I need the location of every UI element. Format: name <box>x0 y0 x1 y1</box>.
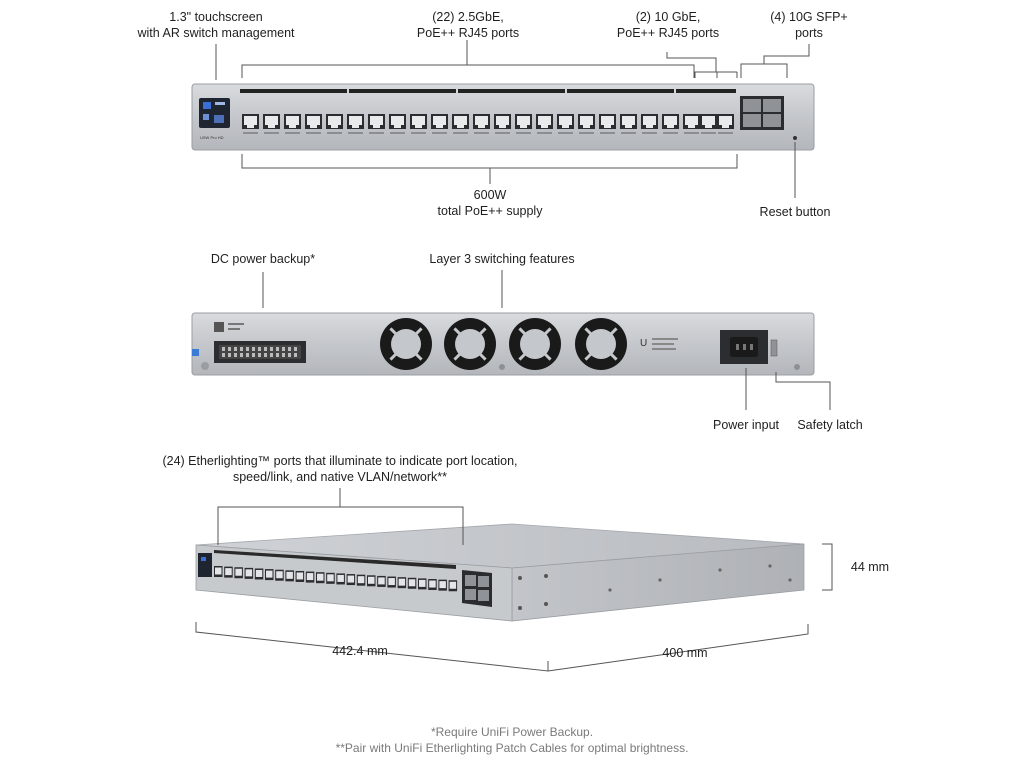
height-dimension: 44 mm <box>850 560 890 574</box>
iso-port <box>326 572 335 584</box>
rj45-port <box>389 114 406 134</box>
iso-port <box>367 575 376 587</box>
iso-port <box>224 566 233 578</box>
rj45-port <box>662 114 679 134</box>
rj45-port <box>305 114 322 134</box>
iso-port <box>254 568 264 580</box>
iso-port <box>418 578 427 590</box>
front-view: USW Pro HD <box>191 83 815 151</box>
rj45-port <box>578 114 595 134</box>
rj45-port <box>368 114 385 134</box>
iso-port <box>387 576 396 588</box>
iso-callout-lines <box>195 488 833 672</box>
rj45-port <box>515 114 532 134</box>
rj45-port <box>326 114 343 134</box>
rj45-port <box>620 114 637 134</box>
fans <box>380 318 627 370</box>
safety-latch <box>770 339 778 357</box>
ports-sfp-callout: (4) 10G SFP+ ports <box>770 10 848 40</box>
ports-25gbe-callout: (22) 2.5GbE, PoE++ RJ45 ports <box>416 10 520 40</box>
iso-port <box>316 572 325 584</box>
rear-chassis <box>191 312 815 376</box>
iso-port <box>336 573 345 585</box>
rj45-port <box>452 114 469 134</box>
iso-port <box>397 577 407 589</box>
sfp-ports <box>740 96 784 130</box>
rj45-port <box>641 114 658 134</box>
rj45-port <box>683 114 700 134</box>
rj45-port <box>557 114 574 134</box>
rj45-port <box>263 114 280 134</box>
power-input-callout: Power input <box>712 418 779 432</box>
svg-text:USW Pro HD: USW Pro HD <box>200 135 224 140</box>
iso-port <box>407 577 417 589</box>
rj45-port <box>410 114 427 134</box>
rj45-port <box>700 114 717 134</box>
rj45-port <box>717 114 734 134</box>
poe-supply-callout: 600W total PoE++ supply <box>437 188 543 218</box>
iso-port <box>448 580 458 592</box>
iso-port <box>285 570 294 582</box>
rj45-port <box>494 114 511 134</box>
width-dimension: 442.4 mm <box>332 644 388 658</box>
iso-port <box>214 566 223 577</box>
iso-port <box>234 567 243 579</box>
iso-port <box>356 574 366 586</box>
rj45-port <box>242 114 259 134</box>
rj45-ports <box>242 114 734 134</box>
rear-view: U <box>191 312 815 376</box>
iso-port <box>265 569 274 581</box>
layer3-callout: Layer 3 switching features <box>429 252 575 266</box>
fan <box>380 318 432 370</box>
iso-port <box>305 571 315 583</box>
rear-callout-lines <box>262 270 831 410</box>
fan <box>509 318 561 370</box>
rj45-port <box>473 114 490 134</box>
depth-dimension: 400 mm <box>662 646 708 660</box>
iso-port <box>295 570 305 582</box>
footnote-etherlighting: **Pair with UniFi Etherlighting Patch Ca… <box>335 741 689 755</box>
safety-latch-callout: Safety latch <box>797 418 863 432</box>
front-callout-lines <box>215 40 810 198</box>
iso-port <box>244 567 254 579</box>
reset-button-callout: Reset button <box>759 205 831 219</box>
rj45-port <box>284 114 301 134</box>
touchscreen-callout: 1.3" touchscreen with AR switch manageme… <box>137 10 295 40</box>
fan <box>444 318 496 370</box>
isometric-view <box>195 523 805 622</box>
rj45-port <box>347 114 364 134</box>
rj45-port <box>431 114 448 134</box>
iso-port <box>438 579 447 591</box>
iso-port <box>275 569 284 581</box>
fan <box>575 318 627 370</box>
svg-text:U: U <box>640 338 647 349</box>
footnote-power-backup: *Require UniFi Power Backup. <box>430 725 594 739</box>
rj45-port <box>536 114 553 134</box>
qr-code <box>214 322 224 332</box>
etherlighting-callout: (24) Etherlighting™ ports that illuminat… <box>162 454 518 484</box>
dc-power-backup-callout: DC power backup* <box>210 252 316 266</box>
rj45-port <box>599 114 616 134</box>
iso-port <box>346 574 356 586</box>
iso-port <box>428 579 437 591</box>
ports-10gbe-callout: (2) 10 GbE, PoE++ RJ45 ports <box>616 10 720 40</box>
reset-hole <box>793 136 797 140</box>
iso-port <box>377 575 386 587</box>
